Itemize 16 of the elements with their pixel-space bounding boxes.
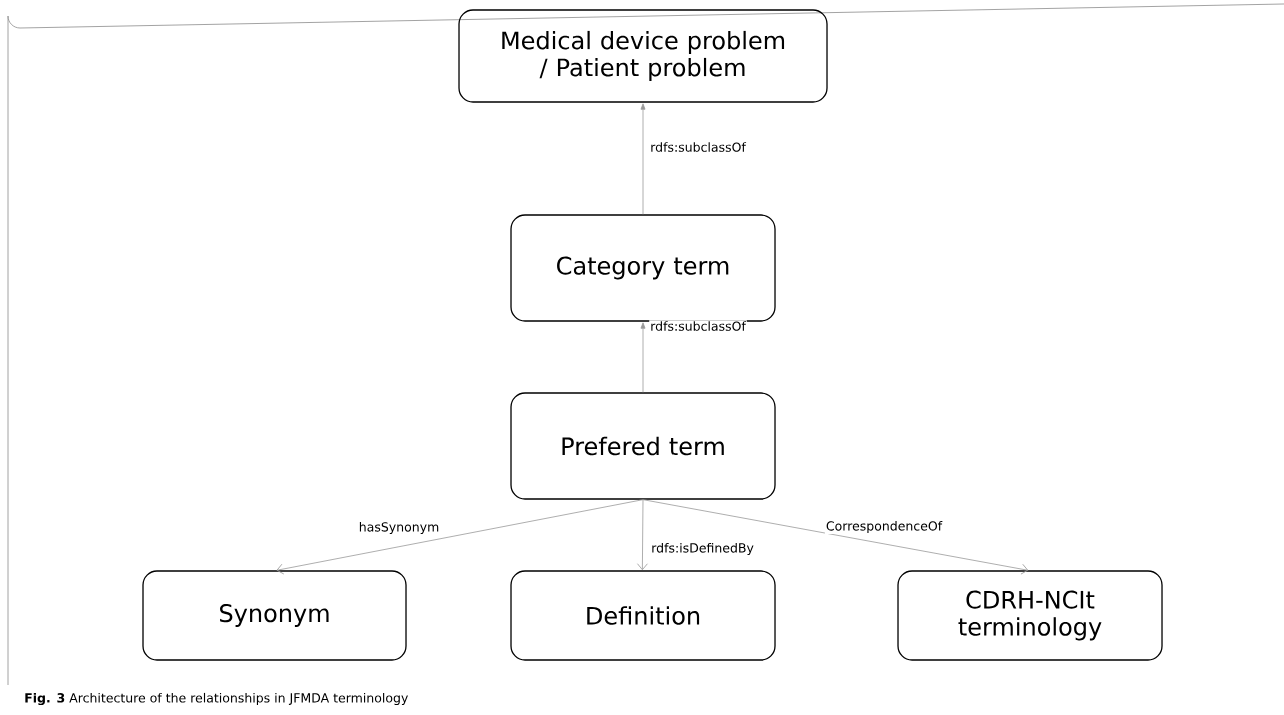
term-box: Medical device problem / Patient problem: [458, 9, 828, 103]
edge-label: rdfs:isDefinedBy: [650, 541, 755, 557]
edge-label: CorrespondenceOf: [824, 519, 944, 535]
term-box: CDRH-NCIt terminology: [897, 570, 1163, 661]
edge-label: hasSynonym: [357, 520, 441, 536]
arrow: [642, 499, 1029, 575]
term-box: Synonym: [142, 570, 407, 661]
edge-label: rdfs:subclassOf: [649, 141, 747, 153]
arrow: [637, 499, 648, 571]
arrow: [640, 103, 646, 215]
arrow: [276, 499, 644, 575]
term-box: Definition: [510, 570, 776, 661]
arrow: [640, 322, 646, 393]
term-box: Prefered term: [510, 392, 776, 500]
caption: Fig. 3 Architecture of the relationships in JFMDA terminology: [25, 692, 408, 706]
edge-label: rdfs:subclassOf: [649, 320, 747, 332]
